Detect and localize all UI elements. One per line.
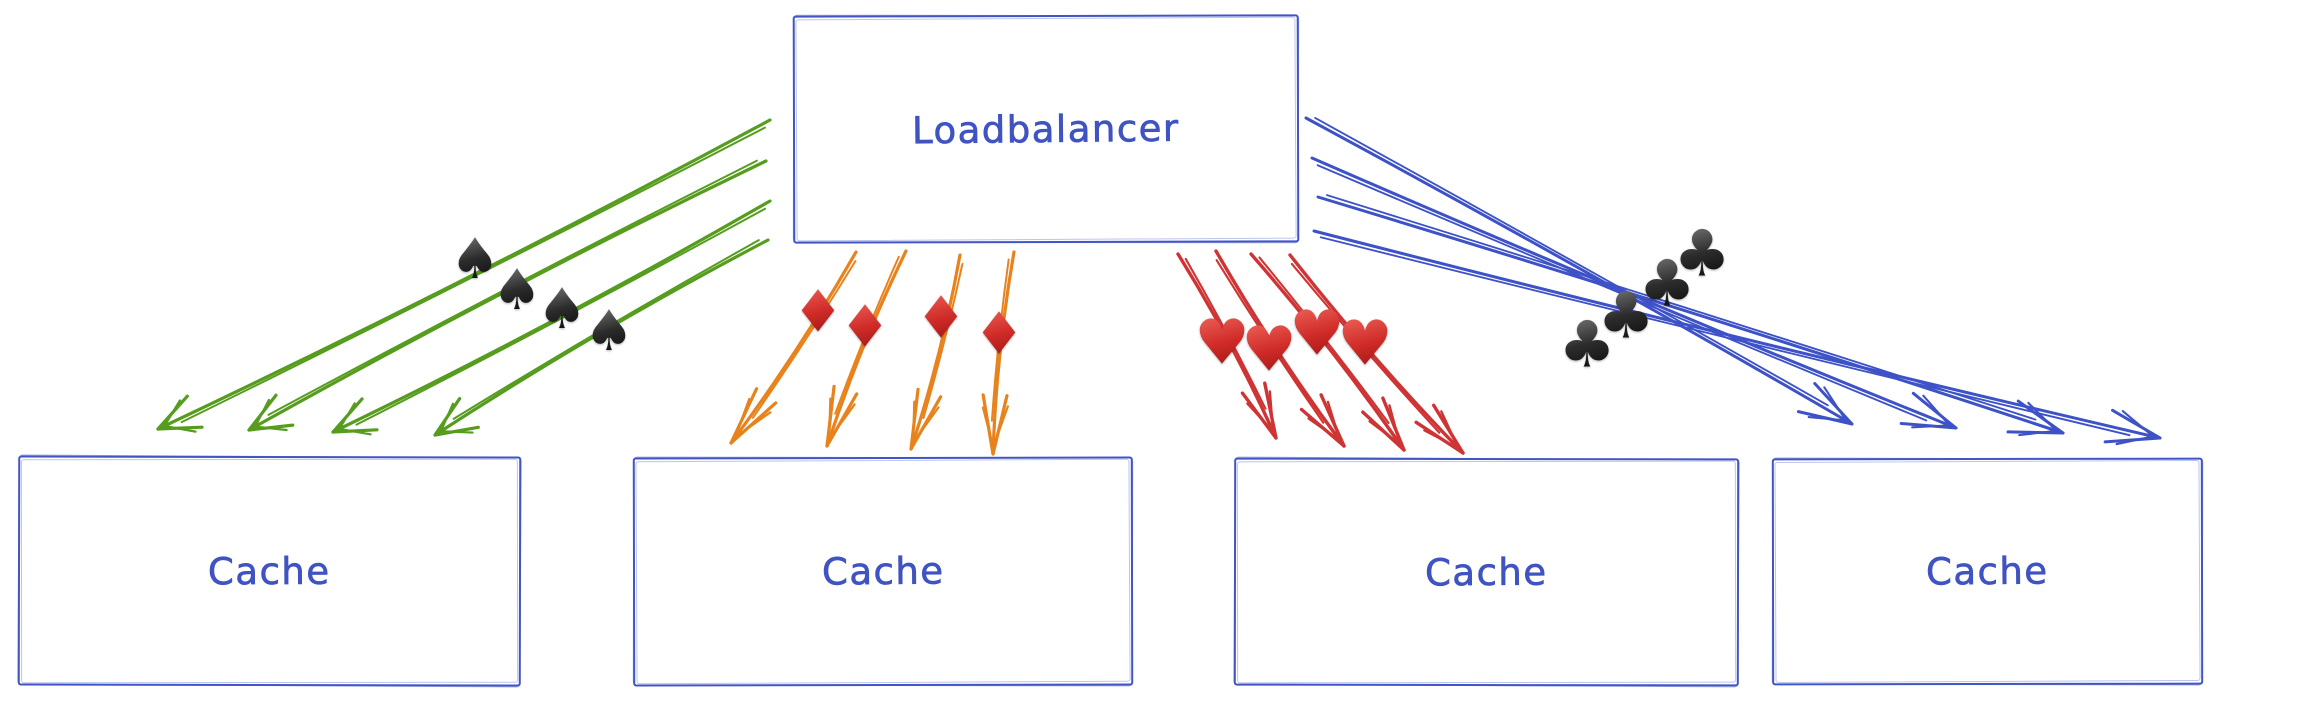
arrow-line <box>1249 252 1406 452</box>
arrow-head <box>247 393 295 432</box>
arrow-head <box>981 405 1009 449</box>
heart-icon: ♥ <box>1289 296 1345 370</box>
arrow-line <box>1316 195 2065 435</box>
node-cache-3: Cache <box>1233 457 1740 687</box>
arrow-head <box>1414 403 1465 455</box>
arrow-line <box>180 126 766 424</box>
arrow-line <box>355 207 767 426</box>
arrow-line <box>433 238 770 437</box>
arrow-head <box>909 387 943 451</box>
node-cache-1: Cache <box>17 455 522 687</box>
diamond-icon: ♦ <box>973 299 1025 368</box>
cache-1-label: Cache <box>208 549 331 593</box>
arrow-head <box>981 393 1009 456</box>
arrow-head <box>433 396 480 437</box>
arrow-head <box>828 397 856 441</box>
arrow-head <box>338 402 372 436</box>
club-icon: ♣ <box>1597 279 1655 354</box>
arrow-line <box>267 159 758 416</box>
arrow-head <box>825 384 859 448</box>
diamond-icon: ♦ <box>839 292 891 361</box>
arrow-head <box>1246 390 1275 433</box>
arrow-head <box>1423 410 1460 450</box>
spade-icon: ♠ <box>449 226 501 292</box>
heart-icon: ♥ <box>1241 312 1297 386</box>
arrow-line <box>156 118 772 431</box>
diamond-icon: ♦ <box>792 277 844 346</box>
spade-icon: ♠ <box>583 298 635 364</box>
arrow-head <box>2018 401 2058 437</box>
club-icon: ♣ <box>1638 247 1696 322</box>
arrow-line <box>331 199 772 434</box>
club-icon: ♣ <box>1558 308 1616 383</box>
arrow-head <box>2103 408 2162 444</box>
cache-3-label: Cache <box>1425 550 1549 594</box>
heart-icon: ♥ <box>1337 306 1393 380</box>
diamond-icon: ♦ <box>915 283 967 352</box>
arrow-line <box>1326 194 2037 421</box>
arrow-line <box>1290 262 1441 434</box>
arrow-head <box>1299 393 1346 448</box>
arrow-line <box>751 260 857 419</box>
arrow-head <box>1899 391 1958 430</box>
arrow-line <box>991 250 1016 456</box>
arrow-line <box>1316 164 1928 422</box>
arrow-head <box>156 394 204 431</box>
arrow-line <box>834 255 900 415</box>
arrow-head <box>253 398 288 432</box>
arrow-line <box>1184 257 1267 410</box>
arrow-line <box>247 159 768 432</box>
cache-4-label: Cache <box>1926 549 2050 594</box>
arrow-line <box>1304 116 1854 426</box>
arrow-line <box>1176 252 1278 440</box>
arrow-line <box>1258 256 1390 425</box>
arrow-head <box>1796 382 1854 426</box>
arrow-line <box>825 249 908 448</box>
arrow-head <box>1911 394 1951 429</box>
spade-icon: ♠ <box>536 276 588 342</box>
arrow-line <box>729 250 858 445</box>
arrow-head <box>734 397 772 439</box>
arrow-line <box>1288 253 1465 455</box>
arrow-head <box>729 387 778 445</box>
arrow-head <box>1240 381 1278 440</box>
arrow-line <box>1314 117 1829 407</box>
arrow-head <box>1368 404 1402 446</box>
arrow-head <box>1807 386 1847 422</box>
spade-icon: ♠ <box>491 257 543 323</box>
cache-2-label: Cache <box>821 549 945 594</box>
arrow-line <box>1312 229 2162 440</box>
arrow-line <box>452 239 760 420</box>
heart-icon: ♥ <box>1194 305 1250 379</box>
arrow-line <box>1215 259 1325 424</box>
node-cache-4: Cache <box>1771 457 2204 686</box>
arrow-head <box>331 397 379 434</box>
arrow-line <box>1319 236 2131 437</box>
arrow-head <box>1361 396 1406 452</box>
arrow-head <box>1307 400 1342 442</box>
arrow-head <box>2115 410 2155 446</box>
arrow-head <box>163 399 197 433</box>
arrow-line <box>990 258 1010 422</box>
arrow-line <box>922 262 964 420</box>
loadbalancer-label: Loadbalancer <box>911 106 1181 152</box>
node-cache-2: Cache <box>632 456 1134 687</box>
arrow-line <box>909 253 962 451</box>
club-icon: ♣ <box>1673 217 1731 292</box>
node-loadbalancer: Loadbalancer <box>792 14 1300 244</box>
arrow-line <box>1214 249 1346 448</box>
arrow-head <box>912 400 940 444</box>
arrow-head <box>439 402 474 434</box>
